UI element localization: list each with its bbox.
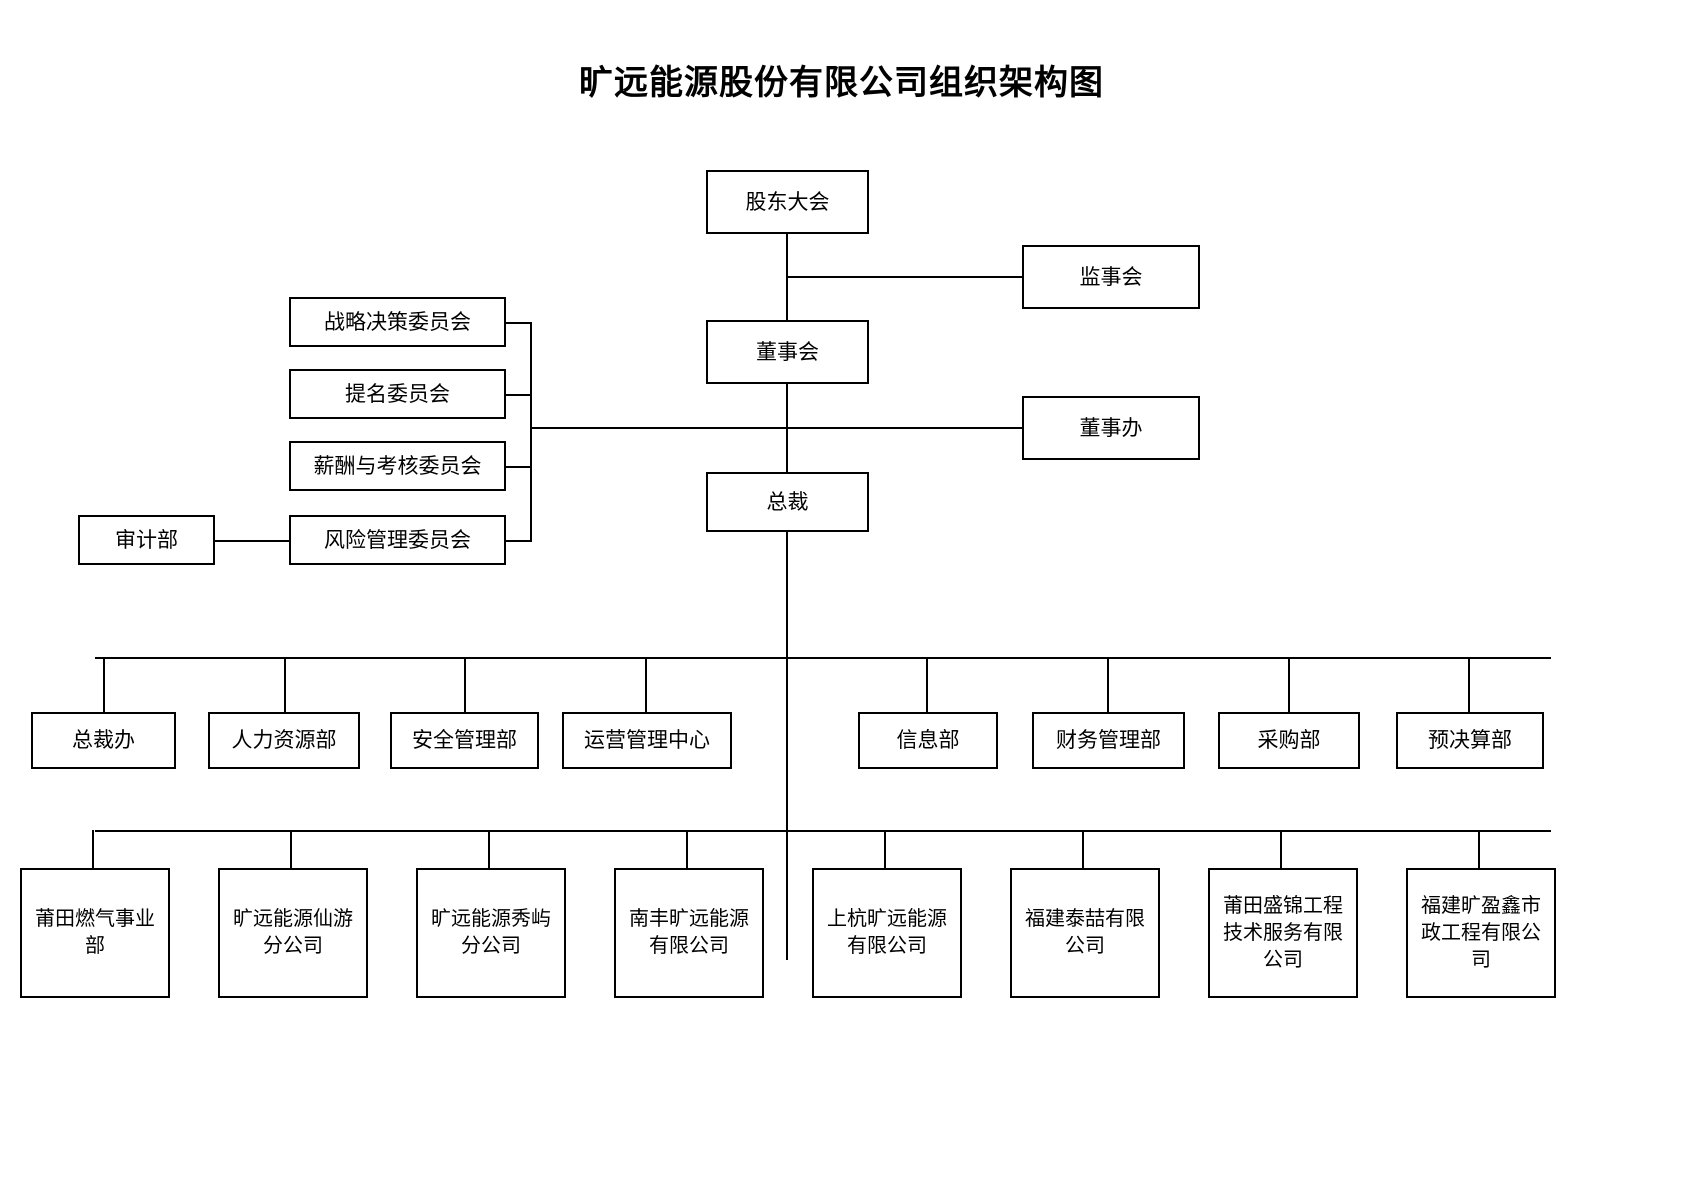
department-drop-7 xyxy=(1288,657,1290,712)
node-subsidiary-8[interactable]: 福建旷盈鑫市政工程有限公司 xyxy=(1406,868,1556,998)
connector-board-to-committees xyxy=(530,427,788,429)
department-drop-3 xyxy=(464,657,466,712)
president-main-spine xyxy=(786,530,788,960)
connector-committee-1 xyxy=(506,322,532,324)
node-audit-department[interactable]: 审计部 xyxy=(78,515,215,565)
node-label: 安全管理部 xyxy=(412,728,517,752)
node-label: 董事办 xyxy=(1079,415,1143,440)
department-drop-2 xyxy=(284,657,286,712)
node-subsidiary-2[interactable]: 旷远能源仙游分公司 xyxy=(218,868,368,998)
subsidiary-drop-4 xyxy=(686,830,688,868)
node-department-1[interactable]: 总裁办 xyxy=(31,712,176,769)
node-label: 莆田盛锦工程技术服务有限公司 xyxy=(1223,894,1343,971)
node-label: 信息部 xyxy=(896,728,960,752)
node-subsidiary-6[interactable]: 福建泰喆有限公司 xyxy=(1010,868,1160,998)
node-subsidiary-3[interactable]: 旷远能源秀屿分公司 xyxy=(416,868,566,998)
node-subsidiary-5[interactable]: 上杭旷远能源有限公司 xyxy=(812,868,962,998)
subsidiary-drop-6 xyxy=(1082,830,1084,868)
node-department-4[interactable]: 运营管理中心 xyxy=(562,712,732,769)
connector-committee-3 xyxy=(506,466,532,468)
department-drop-4 xyxy=(645,657,647,712)
node-label: 财务管理部 xyxy=(1056,728,1161,752)
node-shareholders-meeting[interactable]: 股东大会 xyxy=(706,170,869,234)
node-label: 薪酬与考核委员会 xyxy=(313,453,482,478)
node-label: 预决算部 xyxy=(1428,728,1512,752)
connector-board-to-president xyxy=(786,384,788,474)
subsidiary-drop-1 xyxy=(92,830,94,868)
node-label: 上杭旷远能源有限公司 xyxy=(827,908,947,957)
node-label: 运营管理中心 xyxy=(584,728,710,752)
node-label: 总裁办 xyxy=(72,728,135,752)
node-label: 人力资源部 xyxy=(231,728,337,752)
subsidiary-drop-8 xyxy=(1478,830,1480,868)
node-label: 股东大会 xyxy=(745,189,830,214)
node-department-7[interactable]: 采购部 xyxy=(1218,712,1360,769)
subsidiary-drop-7 xyxy=(1280,830,1282,868)
department-drop-8 xyxy=(1468,657,1470,712)
node-subsidiary-7[interactable]: 莆田盛锦工程技术服务有限公司 xyxy=(1208,868,1358,998)
node-board-office[interactable]: 董事办 xyxy=(1022,396,1200,460)
department-drop-5 xyxy=(926,657,928,712)
node-label: 总裁 xyxy=(766,489,809,514)
department-bus-line xyxy=(95,657,1551,659)
node-subsidiary-4[interactable]: 南丰旷远能源有限公司 xyxy=(614,868,764,998)
connector-committee-4 xyxy=(506,540,532,542)
node-label: 战略决策委员会 xyxy=(324,309,471,334)
node-supervisory-board[interactable]: 监事会 xyxy=(1022,245,1200,309)
node-nomination-committee[interactable]: 提名委员会 xyxy=(289,369,506,419)
subsidiary-drop-5 xyxy=(884,830,886,868)
node-label: 南丰旷远能源有限公司 xyxy=(629,908,749,957)
node-compensation-committee[interactable]: 薪酬与考核委员会 xyxy=(289,441,506,491)
committee-bus-line xyxy=(530,322,532,542)
node-department-5[interactable]: 信息部 xyxy=(858,712,998,769)
node-strategy-committee[interactable]: 战略决策委员会 xyxy=(289,297,506,347)
department-drop-6 xyxy=(1107,657,1109,712)
subsidiary-bus-line xyxy=(95,830,1551,832)
node-label: 审计部 xyxy=(115,527,178,552)
node-department-8[interactable]: 预决算部 xyxy=(1396,712,1544,769)
node-risk-committee[interactable]: 风险管理委员会 xyxy=(289,515,506,565)
subsidiary-drop-3 xyxy=(488,830,490,868)
node-label: 董事会 xyxy=(756,339,819,364)
node-label: 福建泰喆有限公司 xyxy=(1025,908,1145,957)
page-title: 旷远能源股份有限公司组织架构图 xyxy=(579,65,1104,102)
node-label: 监事会 xyxy=(1079,264,1143,289)
node-board-of-directors[interactable]: 董事会 xyxy=(706,320,869,384)
subsidiary-drop-2 xyxy=(290,830,292,868)
node-label: 莆田燃气事业部 xyxy=(35,908,155,957)
node-label: 风险管理委员会 xyxy=(324,527,471,552)
node-department-6[interactable]: 财务管理部 xyxy=(1032,712,1185,769)
node-label: 采购部 xyxy=(1257,728,1321,752)
department-drop-1 xyxy=(103,657,105,712)
node-label: 旷远能源秀屿分公司 xyxy=(431,908,551,957)
node-subsidiary-1[interactable]: 莆田燃气事业部 xyxy=(20,868,170,998)
node-department-3[interactable]: 安全管理部 xyxy=(390,712,539,769)
node-president[interactable]: 总裁 xyxy=(706,472,869,532)
node-label: 提名委员会 xyxy=(345,381,450,406)
connector-committee-2 xyxy=(506,394,532,396)
node-label: 福建旷盈鑫市政工程有限公司 xyxy=(1421,894,1541,971)
connector-audit-to-risk-committee xyxy=(215,540,291,542)
connector-board-to-board-office xyxy=(786,427,1024,429)
node-label: 旷远能源仙游分公司 xyxy=(233,908,353,957)
node-department-2[interactable]: 人力资源部 xyxy=(208,712,360,769)
connector-shareholders-to-supervisory xyxy=(786,276,1024,278)
